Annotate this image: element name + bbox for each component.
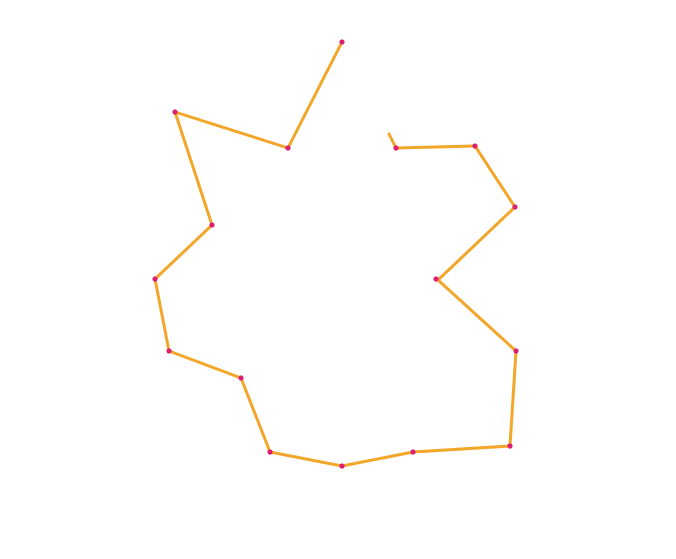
- edge-8: [268, 450, 344, 468]
- vertex-1: [339, 39, 345, 45]
- edge-7: [239, 376, 272, 454]
- vertex-12: [513, 348, 519, 354]
- vertex-15: [472, 143, 478, 149]
- vertex-6: [166, 348, 172, 354]
- edge-15: [394, 144, 477, 150]
- vertex-14: [512, 204, 518, 210]
- edge-3: [173, 110, 214, 227]
- edge-12: [436, 278, 518, 353]
- edge-5: [153, 277, 171, 353]
- edge-16: [387, 132, 398, 150]
- vertex-8: [267, 449, 273, 455]
- vertex-3: [172, 109, 178, 115]
- edge-10: [411, 444, 512, 454]
- edge-13: [436, 205, 517, 282]
- vertex-7: [238, 375, 244, 381]
- vertex-2: [285, 145, 291, 151]
- vertex-9: [339, 463, 345, 469]
- edge-9: [340, 450, 415, 468]
- vertex-13: [433, 276, 439, 282]
- edge-6: [167, 349, 243, 380]
- edges-group: [153, 40, 518, 468]
- vertex-11: [507, 443, 513, 449]
- vertex-4: [209, 222, 215, 228]
- vertex-10: [410, 449, 416, 455]
- vertex-16: [393, 145, 399, 151]
- edge-14: [473, 144, 517, 209]
- edge-4: [153, 223, 214, 281]
- edge-1: [286, 40, 344, 150]
- edge-2: [173, 110, 290, 150]
- edge-11: [508, 349, 518, 448]
- vertices-group: [152, 39, 519, 469]
- vertex-5: [152, 276, 158, 282]
